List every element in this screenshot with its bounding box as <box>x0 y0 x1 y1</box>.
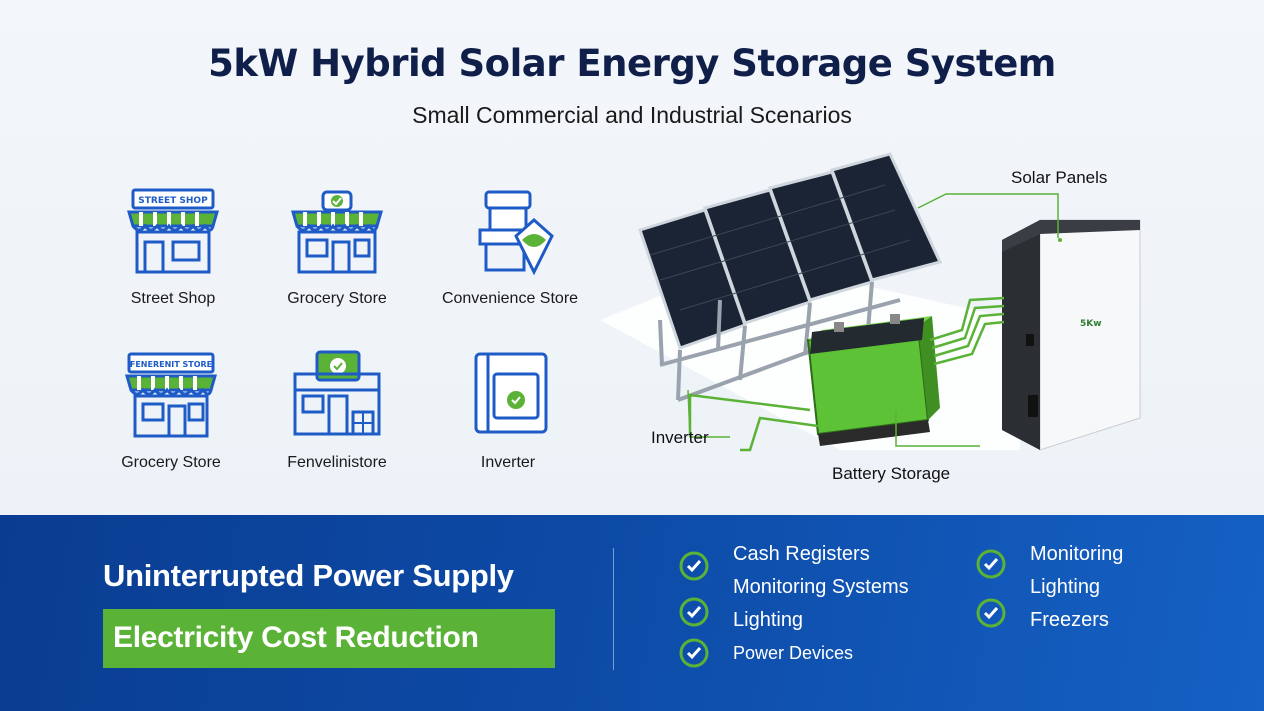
grocery-store-sign: FENERENIT STORE <box>130 360 212 369</box>
list-item-right: Freezers <box>1030 609 1109 631</box>
solar-panels-icon <box>638 152 943 402</box>
list-item-right: Lighting <box>1030 576 1101 598</box>
scenario-grocery-store-2: FENERENIT STORE Grocery Store <box>86 350 256 472</box>
system-illustration: 5Kw <box>600 150 1264 520</box>
page-title: 5kW Hybrid Solar Energy Storage System <box>208 42 1056 85</box>
building-icon <box>293 350 381 436</box>
scenario-street-shop: STREET SHOP Street Shop <box>88 186 258 308</box>
scenario-label: Grocery Store <box>287 290 387 307</box>
callout-inverter: Inverter <box>651 428 709 447</box>
scenario-label: Street Shop <box>130 290 216 307</box>
cabinet-brand: 5Kw <box>1080 319 1102 329</box>
list-item-left: Power Devices <box>733 643 854 663</box>
solar-system-diagram: 5Kw <box>600 152 1141 452</box>
check-circle-icon <box>679 551 709 581</box>
callout-lines <box>687 193 1059 447</box>
scenario-label: Fenvelinistore <box>287 454 387 471</box>
page-subtitle: Small Commercial and Industrial Scenario… <box>412 102 852 128</box>
list-item-right: Monitoring <box>1030 543 1124 565</box>
grocery-store-icon <box>291 190 383 274</box>
scenario-label: Convenience Store <box>441 290 579 307</box>
check-circle-icon <box>679 638 709 668</box>
list-item-left: Monitoring Systems <box>733 576 909 598</box>
scenario-label: Grocery Store <box>121 454 221 471</box>
callout-solar-panels: Solar Panels <box>1011 168 1108 187</box>
check-circle-icon <box>976 598 1006 628</box>
check-circle-icon <box>976 549 1006 579</box>
highlight-text: Electricity Cost Reduction <box>113 621 479 654</box>
scenario-grocery-store: Grocery Store <box>252 186 422 308</box>
battery-icon <box>806 314 940 446</box>
check-circle-icon <box>679 597 709 627</box>
cables <box>688 296 1005 452</box>
divider <box>613 548 614 670</box>
street-shop-sign: STREET SHOP <box>138 196 208 206</box>
scenario-convenience-store: Convenience Store <box>425 186 595 308</box>
street-shop-icon: STREET SHOP <box>127 188 219 274</box>
scenario-label: Inverter <box>480 454 536 471</box>
list-item-left: Lighting <box>733 609 804 631</box>
convenience-store-icon <box>478 190 554 276</box>
scenario-fenvelinistore: Fenvelinistore <box>252 350 422 472</box>
inverter-cabinet-icon: 5Kw <box>1002 219 1141 451</box>
callout-battery-storage: Battery Storage <box>832 464 951 483</box>
inverter-icon <box>474 352 548 434</box>
scenario-inverter: Inverter <box>423 350 593 472</box>
headline: Uninterrupted Power Supply <box>103 558 514 593</box>
list-item-left: Cash Registers <box>733 543 870 565</box>
highlight-bar: Electricity Cost Reduction <box>103 609 555 668</box>
grocery-store-icon: FENERENIT STORE <box>125 352 217 438</box>
